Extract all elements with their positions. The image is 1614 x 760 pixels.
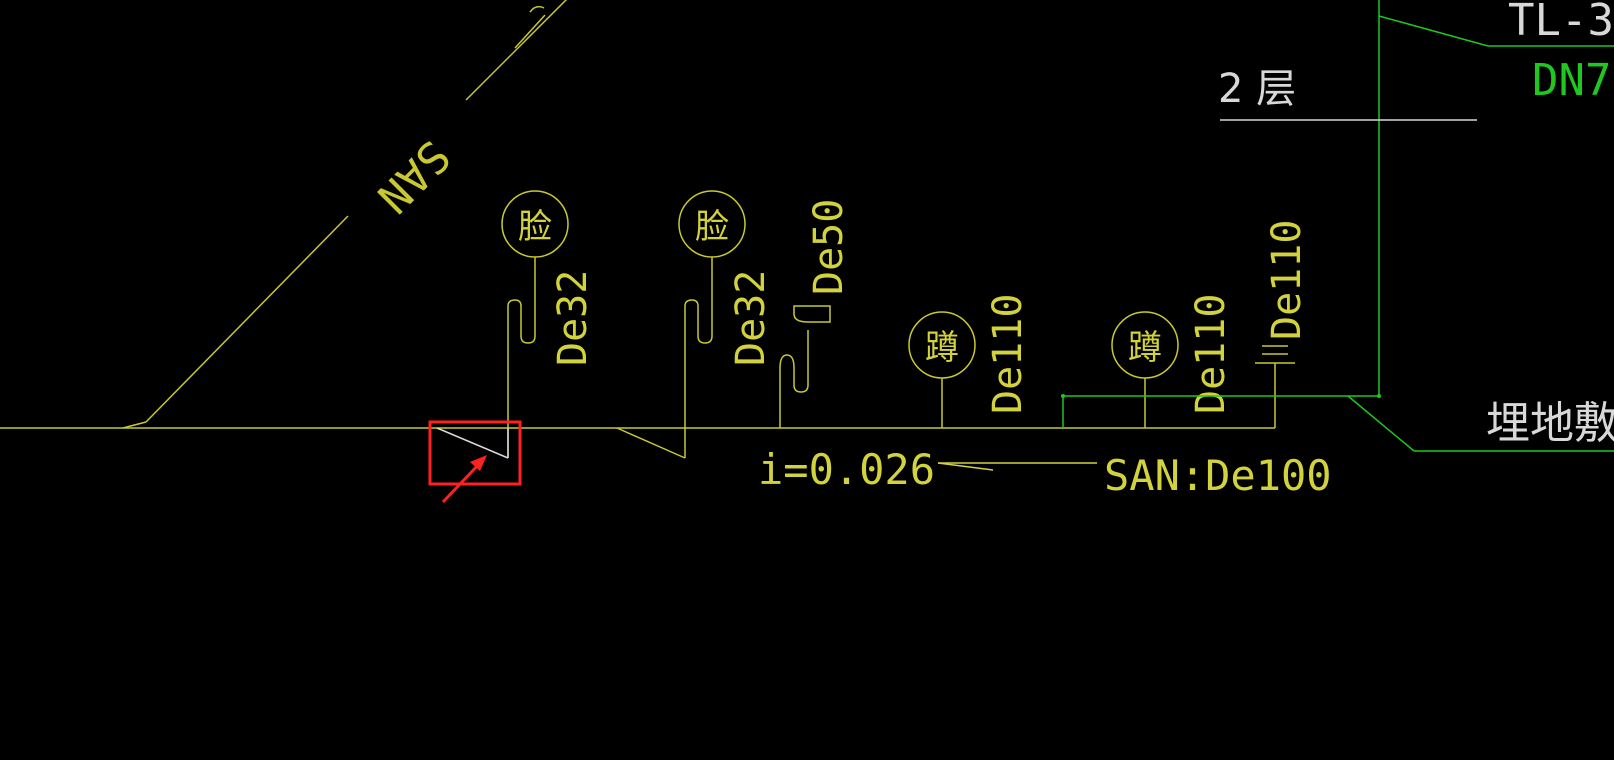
junction-dot-left	[1061, 394, 1065, 398]
squat-toilet-fixture-1: 蹲 De110	[908, 294, 1031, 428]
buried-note-label: 埋地敷设	[1486, 398, 1614, 449]
cleanout-size-label: De110	[1264, 220, 1310, 340]
basin-symbol-2: 脸	[695, 207, 729, 247]
squat-size-label-2: De110	[1188, 294, 1234, 414]
floor-drain-fixture: De50	[779, 199, 852, 428]
riser-size-label: DN7	[1532, 55, 1611, 106]
slope-arrow	[937, 462, 1097, 471]
basin-fixture-1: 脸 De32	[501, 190, 596, 458]
slope-label: i=0.026	[758, 445, 935, 494]
junction-dot-right	[1377, 394, 1381, 398]
highlight-box	[428, 420, 522, 486]
floor-level-label: 2 层	[1218, 66, 1296, 112]
elbow-fitting-1	[436, 427, 509, 459]
diagonal-riser-pipe	[122, 0, 568, 429]
green-riser-pipe	[1062, 0, 1614, 452]
basin-size-label-1: De32	[550, 270, 596, 366]
arrow-icon	[441, 455, 487, 504]
riser-id-label: TL-3	[1508, 0, 1614, 46]
top-partial-fragment	[529, 5, 545, 13]
cleanout-fixture: De110	[1255, 220, 1310, 428]
basin-symbol-1: 脸	[518, 207, 552, 247]
floor-drain-size-label: De50	[806, 199, 852, 295]
main-pipe-label: SAN:De100	[1104, 451, 1332, 500]
squat-toilet-fixture-2: 蹲 De110	[1111, 294, 1234, 428]
squat-symbol-1: 蹲	[925, 328, 959, 368]
squat-symbol-2: 蹲	[1128, 328, 1162, 368]
squat-size-label-1: De110	[985, 294, 1031, 414]
basin-fixture-2: 脸 De32	[616, 190, 774, 459]
basin-size-label-2: De32	[728, 270, 774, 366]
